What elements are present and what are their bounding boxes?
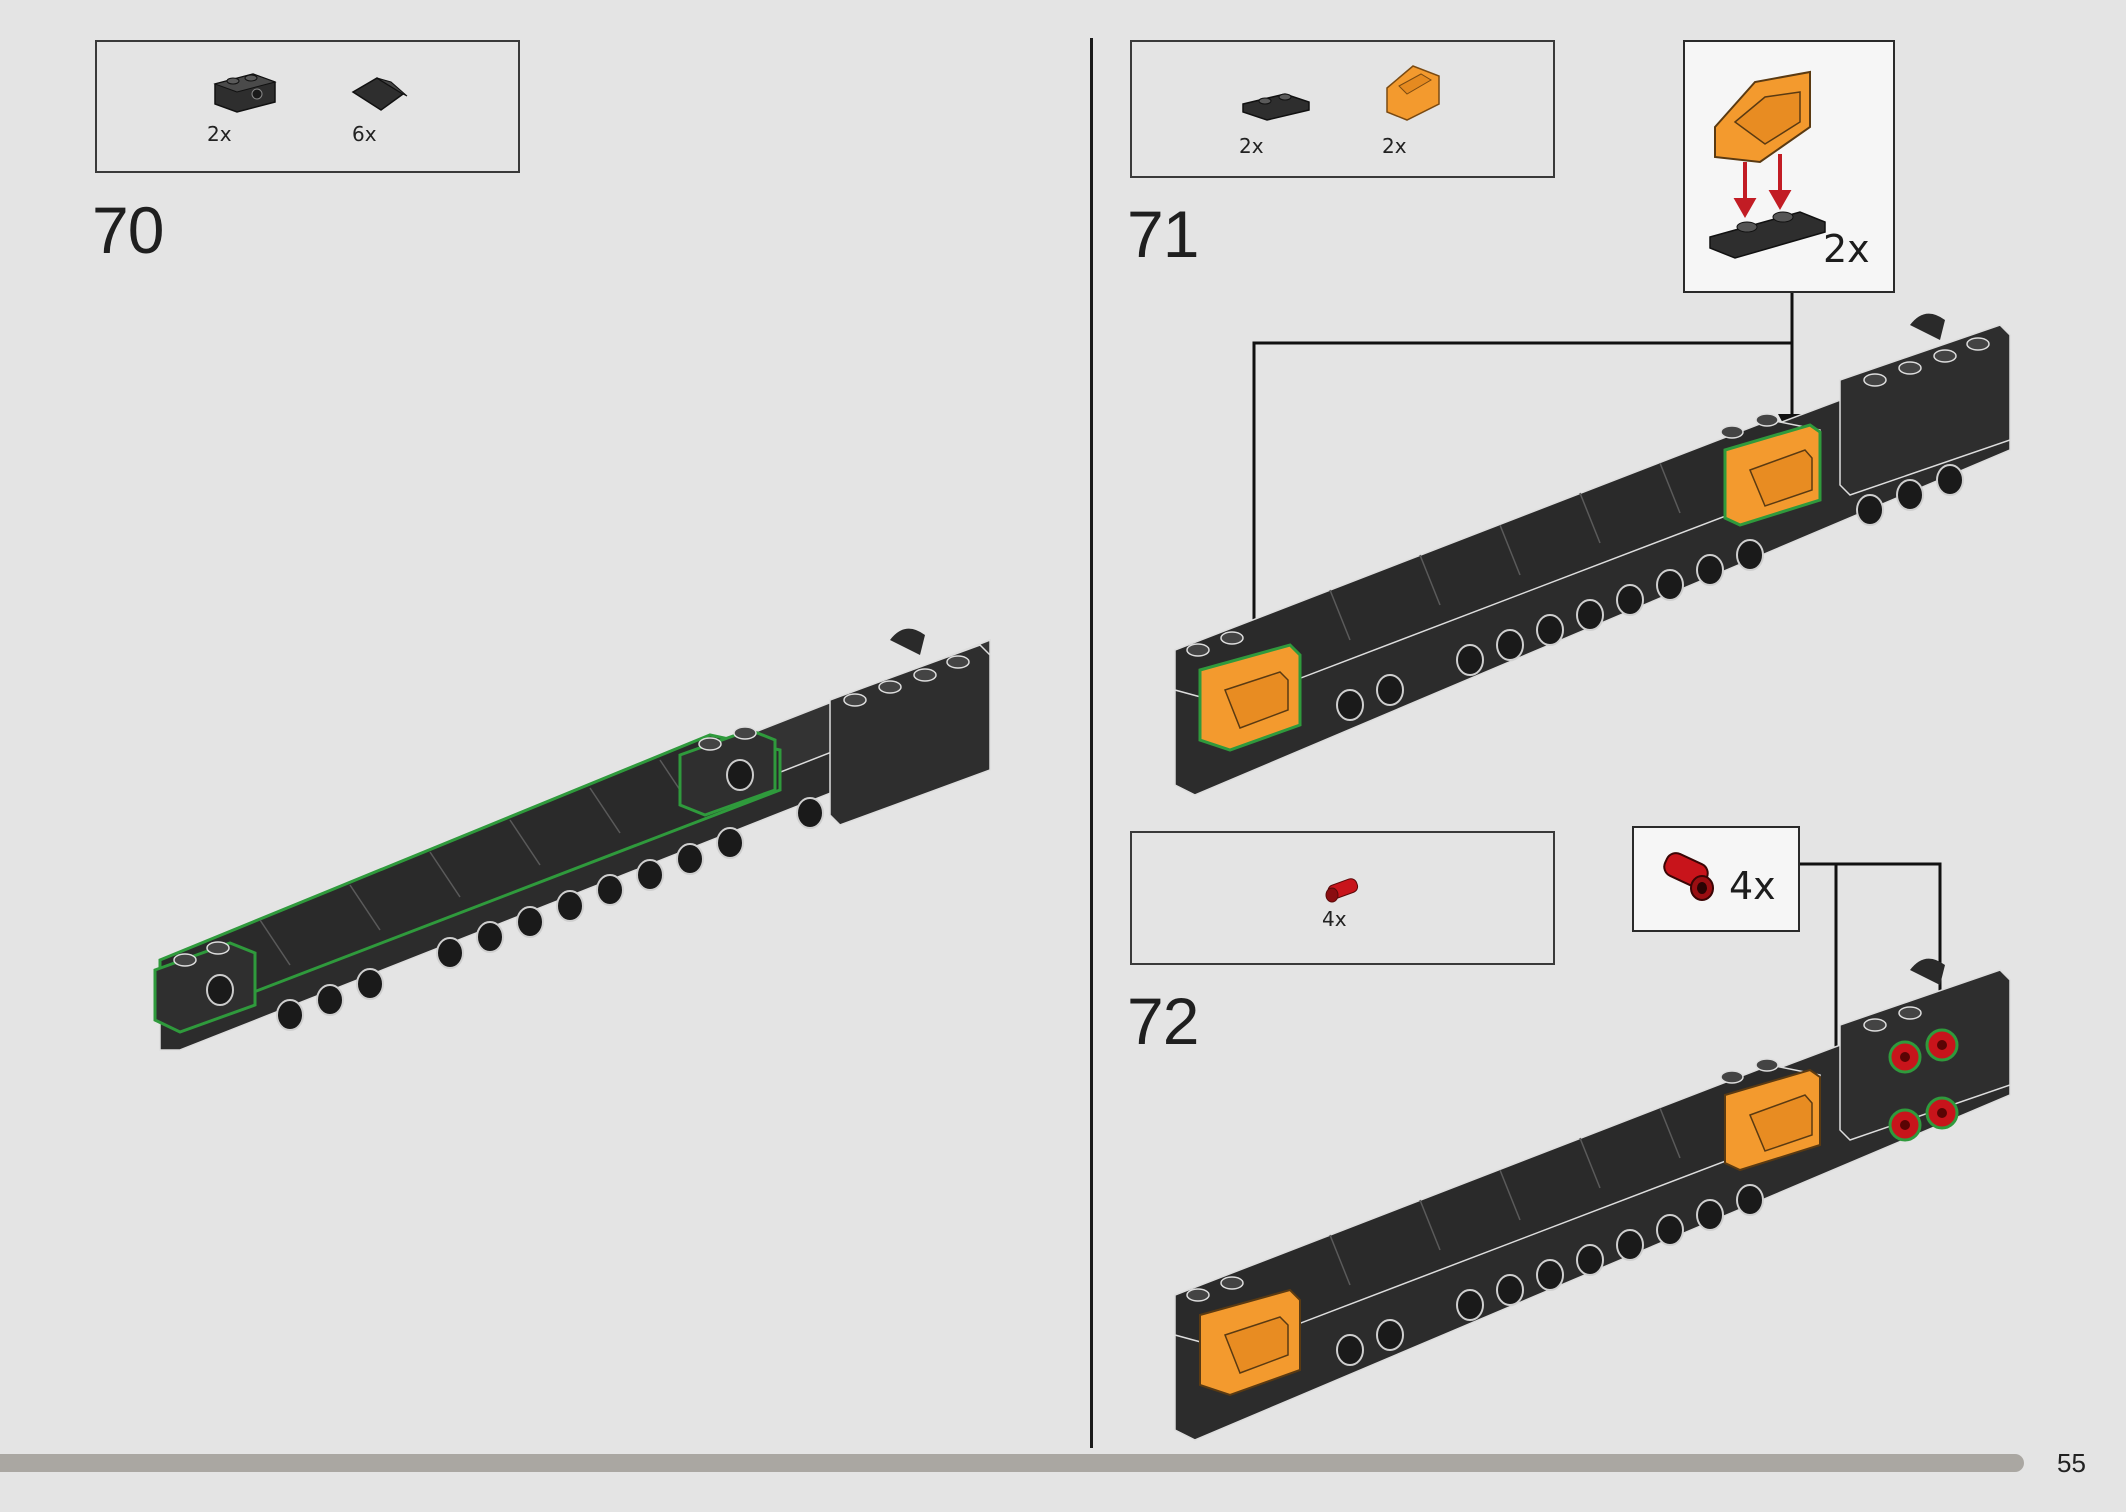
part-qty: 2x (1382, 134, 1407, 158)
part-qty: 2x (1239, 134, 1264, 158)
part-qty: 4x (1322, 907, 1347, 931)
progress-bar (0, 1454, 2024, 1472)
parts-list-step-70: 2x 6x (95, 40, 520, 173)
parts-list-step-71: 2x 2x (1130, 40, 1555, 178)
subassembly-callout-71: 2x (1683, 40, 1895, 293)
technic-brick-1x2-dark-gray-icon (213, 73, 277, 113)
page-number: 55 (2057, 1448, 2086, 1478)
step-number: 72 (1127, 984, 1199, 1058)
parts-list-step-72: 4x (1130, 831, 1555, 965)
connector-peg-red-icon (1663, 852, 1714, 901)
slope-tile-dark-gray-icon (351, 77, 408, 111)
slope-orange-icon (1386, 65, 1440, 121)
page-divider (1090, 38, 1093, 1448)
assembly-model-step-71 (1174, 313, 2011, 796)
step-number: 71 (1127, 197, 1199, 271)
part-qty: 6x (352, 122, 377, 146)
assembly-model-step-70 (153, 628, 991, 1051)
step-number: 70 (92, 193, 164, 267)
callout-qty: 2x (1823, 227, 1870, 271)
connector-peg-red-icon (1325, 878, 1359, 903)
subassembly-callout-72: 4x (1632, 826, 1800, 932)
assembly-model-step-72 (1174, 958, 2011, 1441)
callout-qty: 4x (1729, 864, 1776, 908)
slope-on-plate-icon (1709, 70, 1826, 259)
part-qty: 2x (207, 122, 232, 146)
plate-1x2-dark-gray-icon (1242, 93, 1310, 121)
